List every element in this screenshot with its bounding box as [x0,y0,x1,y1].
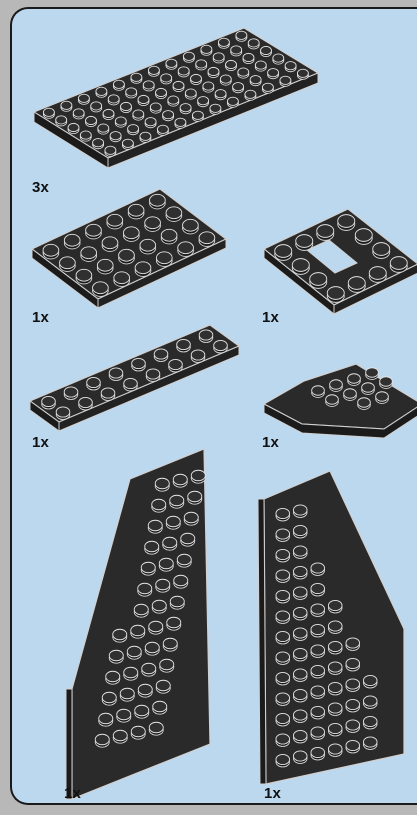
stud-top [276,652,290,662]
stud-top [293,607,307,617]
stud-top [293,525,307,535]
parts-panel: 3x 1x 1x 1x [10,7,417,805]
stud-top [293,710,307,720]
stud-top [276,611,290,621]
stud-top [363,675,377,685]
stud-top [276,734,290,744]
stud-top [311,645,325,655]
stud-top [311,686,325,696]
stud-top [311,665,325,675]
stud-top [276,713,290,723]
stud-top [311,563,325,573]
wedge-plate-large-right [12,9,417,805]
stud-top [276,549,290,559]
stud-top [346,658,360,668]
stud-top [346,720,360,730]
stud-top [363,696,377,706]
stud-top [311,706,325,716]
stud-top [328,723,342,733]
stud-top [328,703,342,713]
stud-top [293,546,307,556]
stud-top [293,505,307,515]
stud-top [328,744,342,754]
stud-top [293,751,307,761]
stud-top [346,638,360,648]
stud-top [276,754,290,764]
stud-top [276,693,290,703]
stud-top [328,682,342,692]
stud-top [328,621,342,631]
stud-top [293,730,307,740]
stud-top [311,604,325,614]
stud-top [276,529,290,539]
stud-top [293,587,307,597]
stud-top [276,631,290,641]
stud-top [311,583,325,593]
stud-top [311,747,325,757]
stud-top [346,699,360,709]
stud-top [363,737,377,747]
stud-top [311,624,325,634]
stud-top [328,641,342,651]
stud-top [311,727,325,737]
stud-top [276,570,290,580]
stud-top [293,628,307,638]
stud-top [293,669,307,679]
stud-top [276,590,290,600]
stud-top [276,672,290,682]
stud-top [363,716,377,726]
stud-top [293,566,307,576]
stud-top [328,662,342,672]
stud-top [276,508,290,518]
stud-top [293,648,307,658]
stud-top [346,740,360,750]
stud-top [328,600,342,610]
stud-top [346,679,360,689]
stud-top [293,689,307,699]
part-quantity-7: 1x [264,785,281,802]
